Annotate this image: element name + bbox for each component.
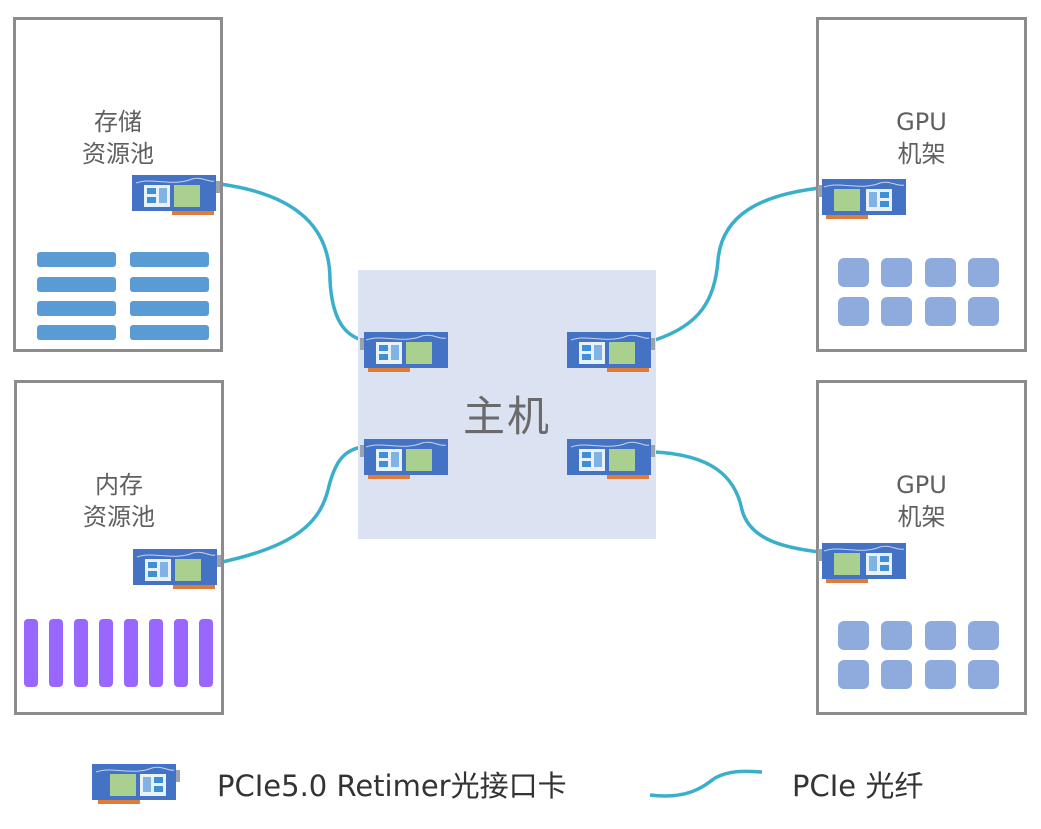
memory-module [99, 619, 113, 687]
gpu-rack-top-label: GPU 机架 [819, 106, 1024, 170]
retimer-card-host-bottom-right [567, 437, 655, 481]
storage-drive [37, 277, 116, 292]
gpu-unit [838, 258, 869, 287]
memory-module [124, 619, 138, 687]
gpu-rack-bottom-label-line2: 机架 [897, 503, 946, 531]
memory-module [199, 619, 213, 687]
gpu-unit [925, 297, 956, 326]
gpu-unit [838, 297, 869, 326]
retimer-card-gpu-top [818, 177, 906, 221]
gpu-unit [968, 258, 999, 287]
retimer-card-icon [92, 764, 180, 804]
gpu-unit [881, 660, 912, 689]
retimer-card-icon [567, 439, 655, 479]
gpu-unit [968, 621, 999, 650]
legend-card-sample [92, 762, 180, 806]
retimer-card-icon [818, 543, 906, 583]
gpu-unit [968, 297, 999, 326]
gpu-rack-top-label-line2: 机架 [897, 140, 946, 168]
storage-pool-label-line1: 存储 [94, 108, 142, 136]
gpu-rack-top-label-line1: GPU [896, 108, 947, 136]
gpu-unit [968, 660, 999, 689]
memory-pool-box: 内存 资源池 [14, 380, 224, 715]
gpu-rack-bottom-label: GPU 机架 [819, 469, 1024, 533]
retimer-card-memory [133, 547, 221, 591]
memory-pool-label: 内存 资源池 [17, 469, 221, 533]
legend-cable-sample [649, 769, 763, 798]
memory-module [74, 619, 88, 687]
retimer-card-gpu-bottom [818, 541, 906, 585]
memory-pool-label-line1: 内存 [95, 471, 143, 499]
gpu-rack-bottom-label-line1: GPU [896, 471, 947, 499]
cable-storage-host [219, 182, 363, 342]
retimer-card-storage [132, 173, 220, 217]
gpu-unit [925, 621, 956, 650]
gpu-unit [838, 660, 869, 689]
cable-gpu-top-host [654, 186, 821, 342]
host-box: 主机 [358, 270, 656, 539]
retimer-card-host-top-left [360, 330, 448, 374]
memory-module [49, 619, 63, 687]
cable-memory-host [221, 445, 363, 564]
storage-drive [130, 325, 209, 340]
gpu-unit [881, 621, 912, 650]
gpu-unit [881, 297, 912, 326]
retimer-card-icon [567, 332, 655, 372]
memory-module [24, 619, 38, 687]
legend-cable-label: PCIe 光纤 [792, 769, 924, 803]
legend-card-label: PCIe5.0 Retimer光接口卡 [217, 769, 567, 803]
storage-drive [37, 252, 116, 267]
storage-drive [37, 301, 116, 316]
retimer-card-icon [360, 439, 448, 479]
gpu-unit [925, 258, 956, 287]
retimer-card-icon [360, 332, 448, 372]
memory-module [149, 619, 163, 687]
retimer-card-host-bottom-left [360, 437, 448, 481]
gpu-rack-bottom-box: GPU 机架 [816, 380, 1027, 715]
storage-drive [130, 301, 209, 316]
gpu-rack-top-box: GPU 机架 [816, 17, 1027, 352]
retimer-card-icon [818, 179, 906, 219]
gpu-unit [838, 621, 869, 650]
storage-pool-label: 存储 资源池 [16, 106, 220, 170]
storage-drive [130, 252, 209, 267]
storage-pool-label-line2: 资源池 [82, 140, 154, 168]
retimer-card-host-top-right [567, 330, 655, 374]
retimer-card-icon [132, 175, 220, 215]
retimer-card-icon [133, 549, 221, 589]
storage-pool-box: 存储 资源池 [13, 17, 223, 352]
host-label: 主机 [462, 392, 551, 441]
storage-drive [37, 325, 116, 340]
gpu-unit [881, 258, 912, 287]
gpu-unit [925, 660, 956, 689]
storage-drive [130, 277, 209, 292]
memory-module [174, 619, 188, 687]
memory-pool-label-line2: 资源池 [83, 503, 155, 531]
cable-gpu-bottom-host [654, 450, 821, 554]
